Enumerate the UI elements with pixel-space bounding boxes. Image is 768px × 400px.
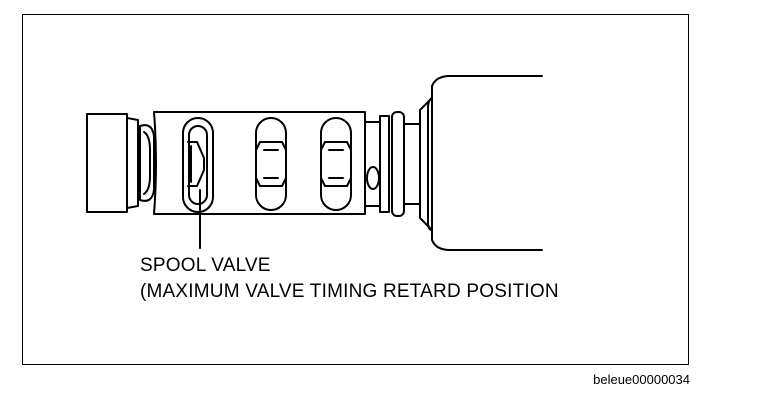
left-end-cap: [86, 113, 155, 213]
callout-label-line1: SPOOL VALVE: [140, 255, 271, 276]
port-window-3: [320, 117, 352, 211]
callout-label-line2: (MAXIMUM VALVE TIMING RETARD POSITION: [140, 281, 559, 302]
valve-sleeve: [153, 111, 366, 215]
port-window-1: [182, 117, 214, 213]
o-ring-section: [364, 97, 433, 231]
port-window-2: [255, 117, 287, 211]
figure-frame: [22, 14, 689, 365]
solenoid-housing: [427, 75, 543, 251]
figure-reference: beleue00000034: [593, 372, 690, 387]
drain-hole: [366, 166, 380, 190]
